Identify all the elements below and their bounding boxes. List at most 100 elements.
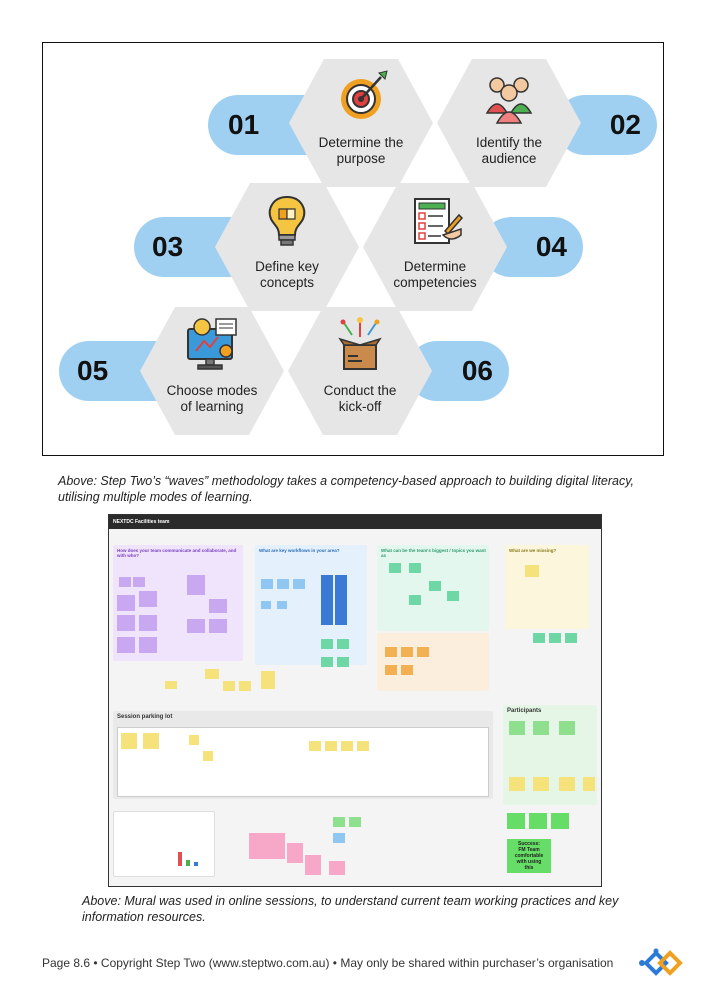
mural-title: NEXTDC Facilities team bbox=[113, 519, 170, 525]
sticky-note bbox=[189, 735, 199, 745]
sticky-note bbox=[401, 665, 413, 675]
sticky-note bbox=[333, 833, 345, 843]
sticky-note bbox=[417, 647, 429, 657]
step-number-06: 06 bbox=[461, 355, 493, 386]
mural-board-screenshot: NEXTDC Facilities team How does your tea… bbox=[108, 514, 602, 887]
sticky-note bbox=[261, 579, 273, 589]
sticky-note bbox=[209, 599, 227, 613]
sticky-note bbox=[447, 591, 459, 601]
sticky-note bbox=[187, 619, 205, 633]
sticky-note bbox=[143, 733, 159, 749]
sticky-note bbox=[507, 813, 525, 829]
step-two-logo bbox=[639, 948, 683, 976]
sticky-note bbox=[187, 575, 205, 595]
sticky-note bbox=[277, 579, 289, 589]
sticky-note bbox=[249, 833, 285, 859]
sticky-note bbox=[549, 633, 561, 643]
sticky-note bbox=[321, 639, 333, 649]
step-number-03: 03 bbox=[152, 231, 184, 262]
sticky-note bbox=[525, 565, 539, 577]
sticky-note bbox=[357, 741, 369, 751]
zone-4-title: What are we missing? bbox=[509, 548, 557, 553]
sticky-note bbox=[329, 861, 345, 875]
parking-lot-title: Session parking lot bbox=[117, 714, 173, 720]
zone-1-title: How does your team communicate and colla… bbox=[117, 548, 237, 558]
sticky-note bbox=[409, 563, 421, 573]
target-gear-icon bbox=[341, 70, 388, 119]
checklist-hand-icon bbox=[414, 198, 464, 244]
mural-zone-missing: What are we missing? bbox=[505, 545, 589, 629]
page-footer: Page 8.6 • Copyright Step Two (www.stept… bbox=[42, 956, 614, 970]
figure-caption-1: Above: Step Two’s “waves” methodology ta… bbox=[58, 473, 658, 505]
sticky-note bbox=[119, 577, 131, 587]
caption-2-line-2: information resources. bbox=[82, 910, 206, 924]
sticky-note bbox=[321, 657, 333, 667]
sticky-note bbox=[341, 741, 353, 751]
sticky-note bbox=[261, 601, 271, 609]
gift-box-fireworks-icon bbox=[338, 317, 382, 370]
sticky-note bbox=[205, 669, 219, 679]
sticky-note bbox=[385, 665, 397, 675]
sticky-note bbox=[533, 633, 545, 643]
monitor-idea-icon bbox=[187, 318, 237, 370]
step-number-02: 02 bbox=[609, 109, 641, 140]
step-number-04: 04 bbox=[535, 231, 567, 262]
sticky-note bbox=[165, 681, 177, 689]
sticky-note bbox=[529, 813, 547, 829]
sticky-note bbox=[209, 619, 227, 633]
sticky-note bbox=[337, 657, 349, 667]
sticky-note bbox=[533, 721, 549, 735]
caption-2-line-1: Above: Mural was used in online sessions… bbox=[82, 894, 619, 908]
lightbulb-puzzle-icon bbox=[268, 195, 306, 246]
sticky-note bbox=[509, 777, 525, 791]
participants-title: Participants bbox=[507, 708, 542, 714]
sticky-note bbox=[293, 579, 305, 589]
sticky-note bbox=[325, 741, 337, 751]
sticky-note bbox=[565, 633, 577, 643]
sticky-note bbox=[509, 721, 525, 735]
mural-header-bar: NEXTDC Facilities team bbox=[109, 515, 601, 529]
sticky-note bbox=[277, 601, 287, 609]
sticky-note bbox=[335, 575, 347, 625]
sticky-note bbox=[203, 751, 213, 761]
people-group-icon bbox=[485, 77, 533, 124]
sticky-note bbox=[139, 591, 157, 607]
sticky-note bbox=[389, 563, 401, 573]
sticky-note bbox=[559, 777, 575, 791]
sticky-note bbox=[261, 671, 275, 689]
caption-1-line-2: utilising multiple modes of learning. bbox=[58, 490, 253, 504]
sticky-note bbox=[409, 595, 421, 605]
mural-zone-orange bbox=[377, 633, 489, 691]
sticky-note bbox=[337, 639, 349, 649]
sticky-note bbox=[121, 733, 137, 749]
sticky-note bbox=[223, 681, 235, 691]
mini-bar-chart bbox=[178, 852, 198, 866]
sticky-note bbox=[239, 681, 251, 691]
step-number-pill-04: 04 bbox=[481, 217, 583, 277]
sticky-note bbox=[559, 721, 575, 735]
sticky-note bbox=[385, 647, 397, 657]
sticky-note bbox=[429, 581, 441, 591]
sticky-note bbox=[133, 577, 145, 587]
mural-bottom-panel bbox=[113, 811, 215, 877]
sticky-note bbox=[321, 575, 333, 625]
zone-2-title: What are key workflows in your area? bbox=[259, 548, 340, 553]
sticky-note bbox=[117, 595, 135, 611]
sticky-note bbox=[117, 637, 135, 653]
sticky-note bbox=[551, 813, 569, 829]
sticky-note bbox=[139, 615, 157, 631]
zone-3-title: What can be the team's biggest / topics … bbox=[381, 548, 486, 558]
